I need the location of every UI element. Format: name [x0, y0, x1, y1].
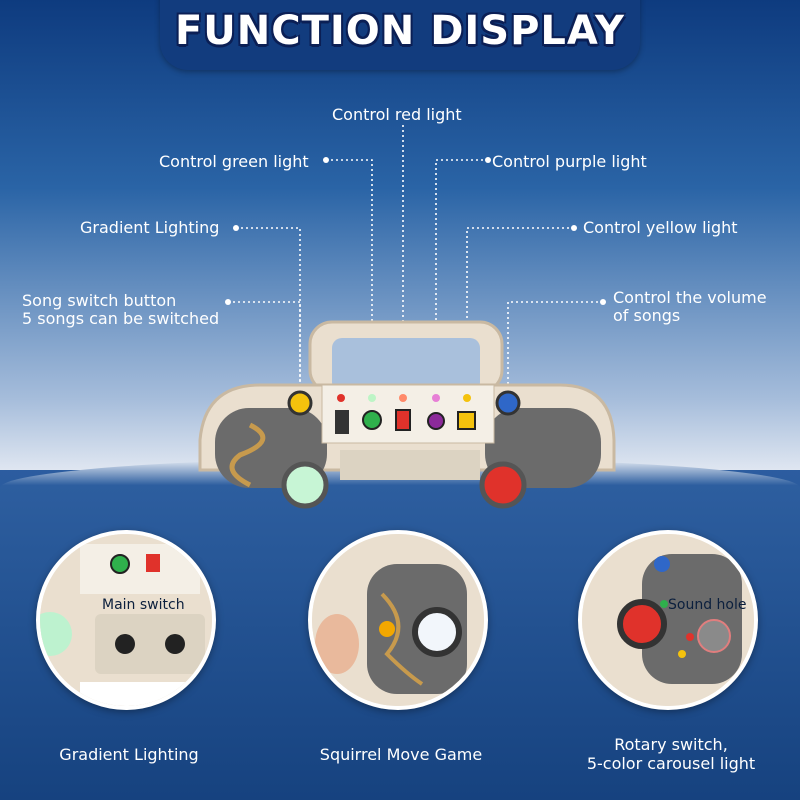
page-title: FUNCTION DISPLAY	[174, 8, 625, 54]
label-song-switch: Song switch button	[22, 291, 177, 310]
label-yellow-light: Control yellow light	[583, 218, 738, 237]
detail-rotary-switch: Sound hole	[578, 530, 758, 710]
leader-gradient	[236, 227, 301, 392]
label-song-count: 5 songs can be switched	[22, 309, 220, 328]
caption-rotary-switch: Rotary switch,	[614, 735, 728, 754]
leader-purple	[435, 159, 488, 395]
leader-yellow	[466, 227, 574, 395]
leader-green	[326, 159, 373, 395]
leader-song	[228, 301, 301, 392]
inset-label-sound-hole: Sound hole	[668, 597, 747, 613]
control-buttons	[335, 394, 476, 434]
detail-squirrel-game	[308, 530, 488, 710]
inset-label-main-switch: Main switch	[102, 597, 185, 613]
label-gradient-lighting: Gradient Lighting	[80, 218, 220, 237]
label-red-light: Control red light	[332, 105, 462, 124]
caption-carousel-light: 5-color carousel light	[586, 754, 756, 773]
label-purple-light: Control purple light	[492, 152, 647, 171]
leader-volume	[507, 301, 603, 392]
song-switch-button	[287, 390, 313, 416]
gradient-light	[281, 461, 329, 509]
label-volume: Control the volume	[613, 288, 767, 307]
label-volume-2: of songs	[613, 306, 681, 325]
caption-gradient-lighting: Gradient Lighting	[59, 745, 199, 764]
rotary-switch	[479, 461, 527, 509]
title-plate	[160, 0, 640, 70]
detail-main-switch: Main switch	[36, 530, 216, 710]
caption-squirrel-game: Squirrel Move Game	[319, 745, 483, 764]
volume-knob	[495, 390, 521, 416]
label-green-light: Control green light	[159, 152, 309, 171]
